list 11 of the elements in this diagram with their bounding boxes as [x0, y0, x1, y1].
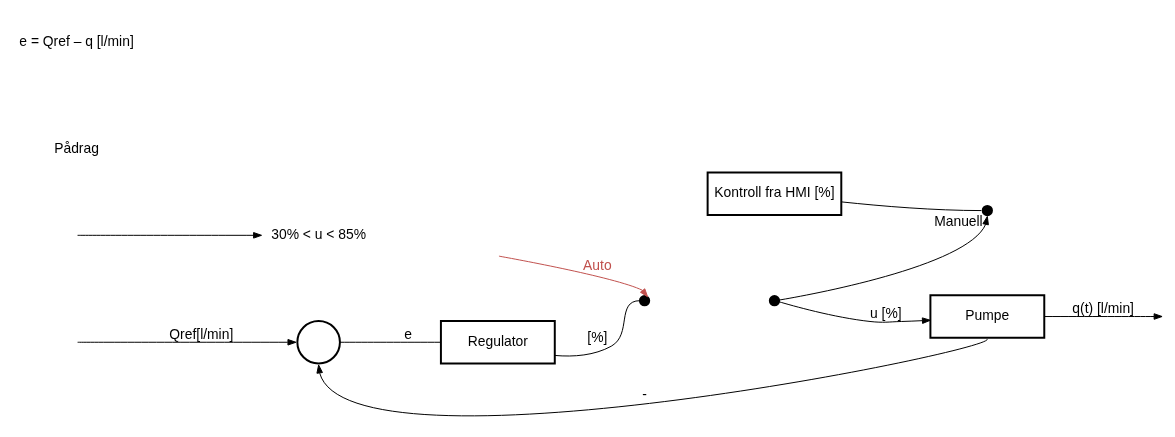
- edge-label: u [%]: [870, 304, 902, 321]
- label: Pådrag: [54, 139, 99, 156]
- edge-label: Auto: [583, 257, 612, 274]
- node-label: Manuell: [934, 213, 983, 230]
- edge-label: Qref[l/min]: [169, 325, 234, 342]
- edge-label: q(t) [l/min]: [1072, 299, 1134, 316]
- edge-label: e: [404, 325, 413, 342]
- node-text: 30% < u < 85%: [271, 225, 367, 242]
- edge-label: -: [642, 385, 647, 402]
- edge-label: [%]: [587, 329, 608, 346]
- label: e = Qref – q [l/min]: [19, 32, 134, 49]
